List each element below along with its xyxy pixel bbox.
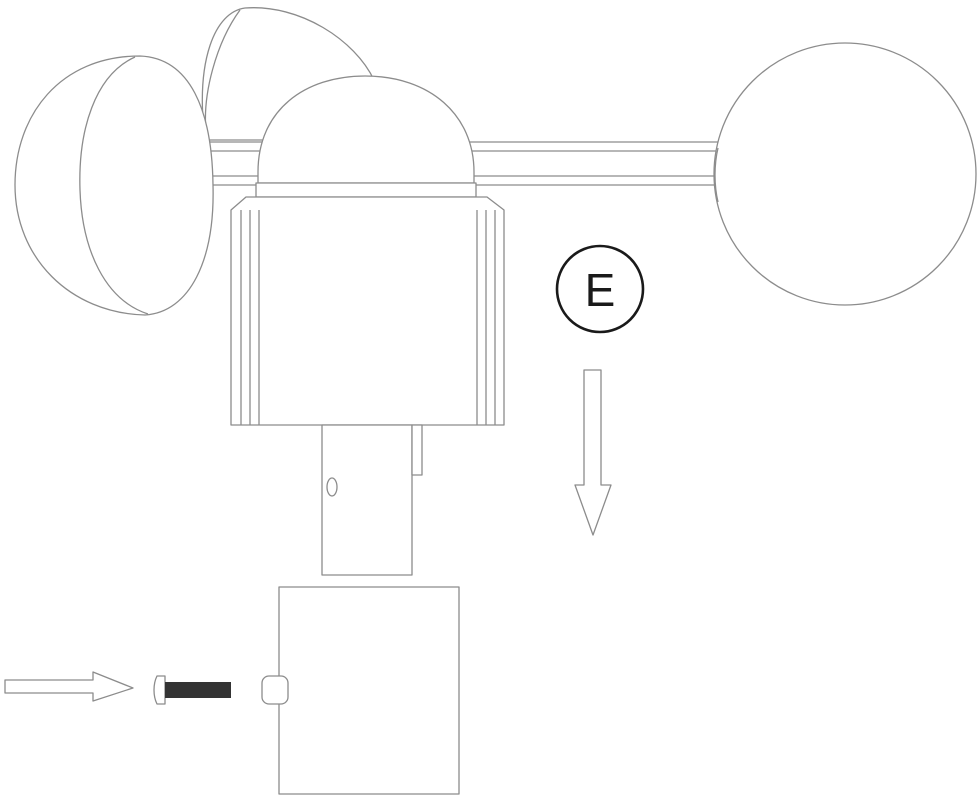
step-label-badge: E bbox=[555, 244, 645, 334]
anemometer-rotor-dome bbox=[255, 75, 477, 198]
anemometer-sensor-body bbox=[230, 196, 505, 426]
screw-bolt bbox=[153, 675, 231, 705]
right-arrow bbox=[4, 671, 134, 702]
anemometer-cup-left bbox=[14, 55, 214, 316]
mounting-bracket bbox=[261, 586, 460, 795]
down-arrow bbox=[574, 369, 612, 536]
step-label-text: E bbox=[585, 264, 616, 316]
anemometer-cup-right bbox=[713, 42, 977, 306]
anemometer-shaft bbox=[321, 424, 423, 576]
